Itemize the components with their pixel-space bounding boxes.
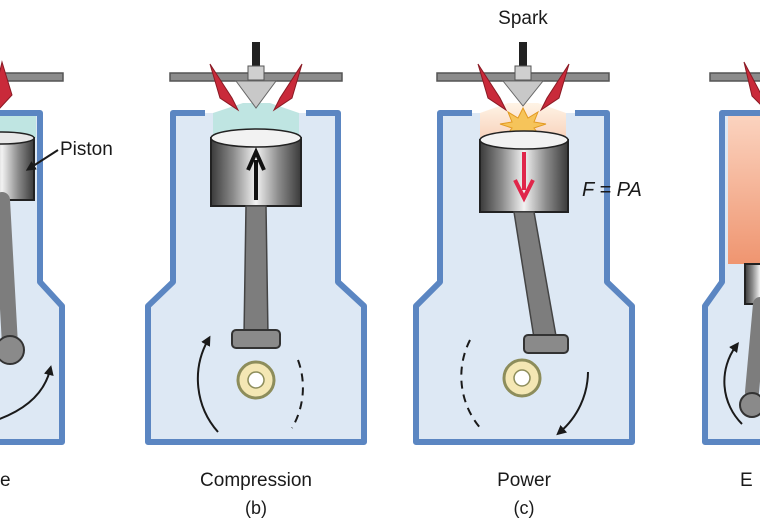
crank-bore	[247, 371, 265, 389]
piston-callout: Piston	[60, 139, 113, 160]
piston	[0, 137, 35, 201]
piston	[744, 263, 760, 305]
intake-valve	[209, 63, 240, 112]
spark-plug-base	[514, 65, 532, 81]
exhaust-valve	[539, 63, 570, 112]
connecting-rod	[745, 297, 760, 399]
rotation-arrow	[196, 335, 219, 433]
piston-top	[479, 130, 569, 150]
combustion-chamber	[235, 80, 277, 109]
exhaust-valve	[272, 63, 303, 112]
rotation-arrow	[0, 365, 54, 420]
stage-label: Power	[497, 470, 552, 491]
stage-label: E	[740, 470, 753, 491]
force-formula: F = PA	[582, 179, 642, 201]
spark-label: Spark	[498, 8, 548, 29]
stage-letter: (b)	[245, 498, 267, 518]
intake-valve	[743, 61, 760, 105]
connecting-rod	[243, 205, 269, 337]
stage-letter: (c)	[514, 498, 535, 518]
crank-pin	[0, 335, 25, 365]
engine-power: Spark F = PA Power (c)	[413, 8, 642, 518]
spark-plug	[519, 42, 527, 72]
stage-label: Compression	[200, 470, 312, 491]
compressed-charge	[213, 103, 299, 138]
rotation-dash	[460, 339, 483, 431]
exhaust-gas	[728, 116, 760, 264]
piston-leader-line	[25, 149, 59, 171]
intake-valve	[477, 63, 508, 112]
spark-plug-base	[247, 65, 265, 81]
engine-exhaust: E	[702, 61, 760, 491]
engine-intake: e	[0, 60, 65, 491]
crank-pin	[739, 392, 760, 418]
connecting-rod	[0, 192, 18, 353]
rotation-dash	[291, 359, 304, 429]
crank-arm	[523, 334, 569, 354]
piston-top	[0, 131, 35, 145]
engine-compression: Compression (b)	[145, 42, 367, 518]
piston-top	[210, 128, 302, 148]
crank-arm	[231, 329, 281, 349]
cylinder-head	[709, 72, 760, 82]
power-arrow	[513, 152, 535, 203]
intake-valve	[0, 60, 13, 109]
cylinder-head	[0, 72, 64, 82]
combustion-chamber	[501, 80, 545, 107]
stage-label: e	[0, 470, 11, 491]
crank-bore	[513, 369, 531, 387]
rotation-arrow	[723, 341, 743, 425]
rotation-arrow	[556, 371, 589, 436]
spark-plug	[252, 42, 260, 72]
piston-motion-arrow	[246, 147, 266, 200]
